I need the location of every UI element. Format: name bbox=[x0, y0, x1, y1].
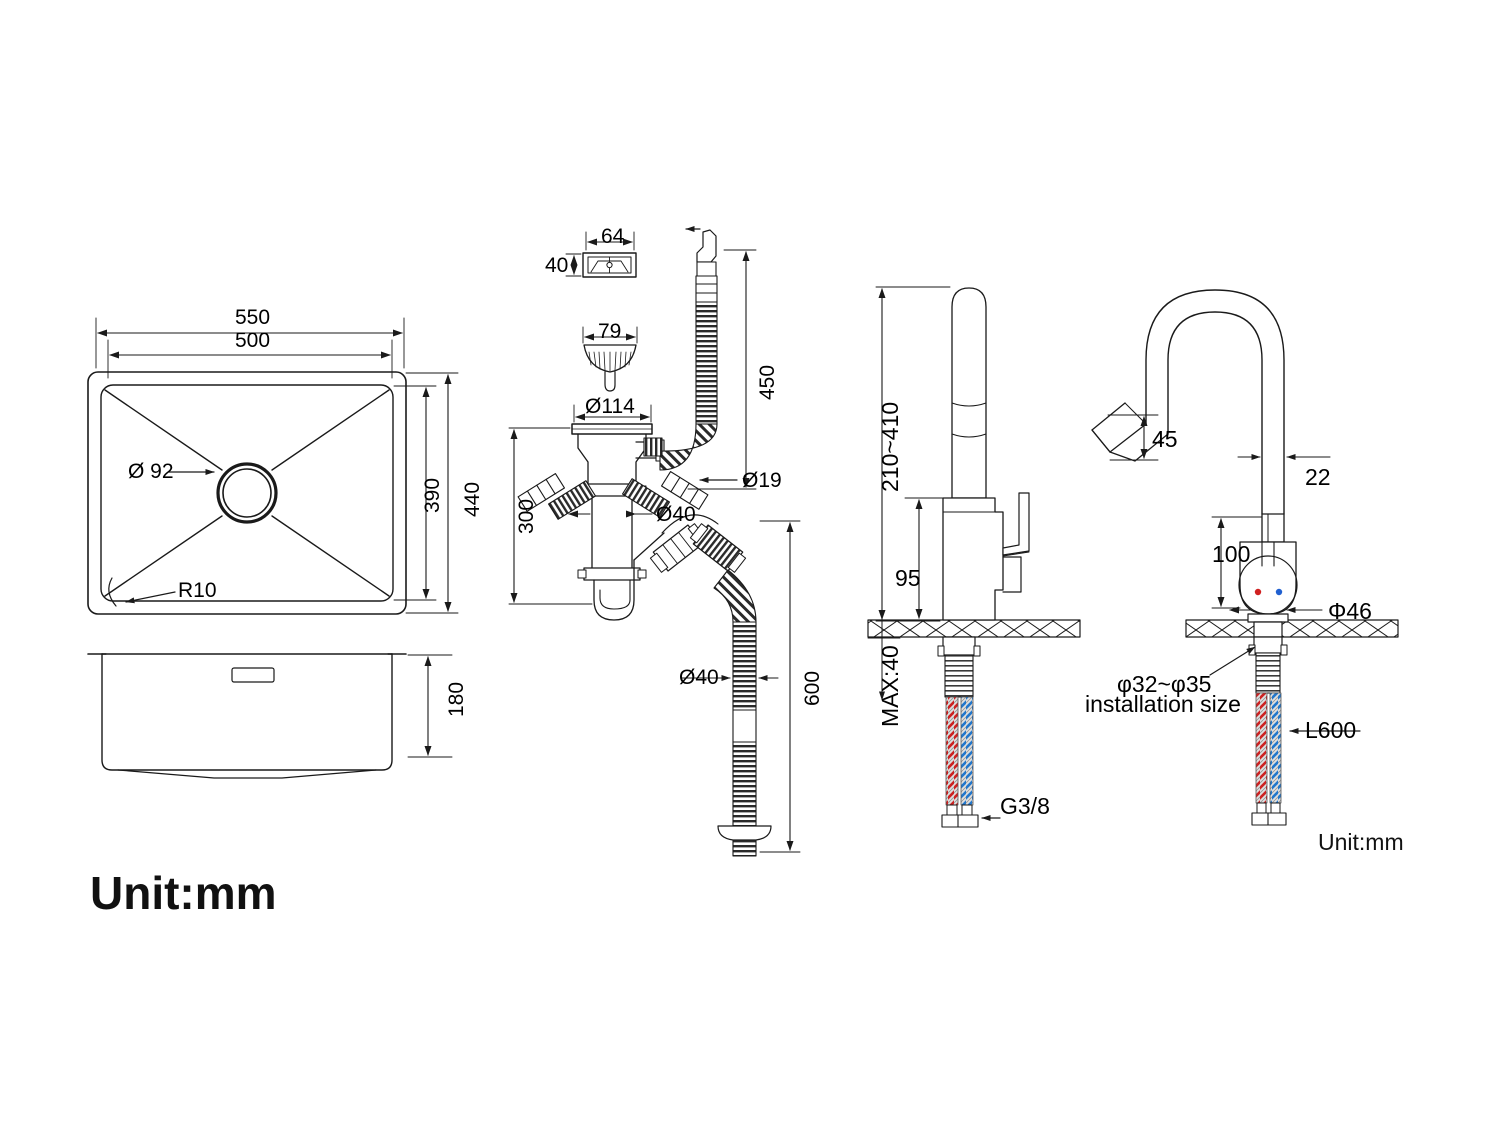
dim-label-base-diameter: Φ46 bbox=[1328, 598, 1372, 624]
sink-top-view bbox=[87, 317, 459, 615]
overflow-hose bbox=[643, 226, 757, 490]
unit-note-main: Unit:mm bbox=[90, 867, 277, 919]
dim-label-trap-dia: Ø40 bbox=[656, 503, 696, 526]
drain-assembly-view bbox=[508, 226, 801, 857]
dim-label-overflow-height: 40 bbox=[545, 254, 569, 277]
overflow-cover-detail bbox=[565, 231, 637, 278]
dim-label-trap-height: 300 bbox=[515, 498, 538, 534]
dim-label-tube-diameter: 22 bbox=[1305, 464, 1331, 490]
dim-label-sink-inner-depth: 390 bbox=[421, 477, 444, 513]
dim-label-drain-hole: Ø 92 bbox=[128, 460, 174, 483]
dim-label-spray-head-height: 45 bbox=[1152, 426, 1178, 452]
dim-label-overflow-width: 64 bbox=[601, 225, 625, 248]
dim-label-strainer-width: 79 bbox=[598, 320, 622, 343]
dim-label-counter-thickness: MAX:40 bbox=[877, 645, 903, 727]
countertop-left bbox=[867, 619, 1081, 638]
dim-label-sink-inner-width: 500 bbox=[235, 329, 271, 352]
dim-label-outlet-hose-length: 600 bbox=[801, 670, 824, 706]
dim-label-bowl-depth: 180 bbox=[445, 681, 468, 717]
dim-label-outlet-hose-dia: Ø40 bbox=[679, 666, 719, 689]
dim-label-sink-outer-width: 550 bbox=[235, 306, 271, 329]
dim-label-sink-outer-depth: 440 bbox=[461, 481, 484, 517]
dim-label-hose-length: L600 bbox=[1305, 717, 1357, 743]
strainer-basket-detail bbox=[582, 326, 638, 392]
dim-label-overflow-hose-length: 450 bbox=[756, 364, 779, 400]
dim-label-spout-base-height: 95 bbox=[895, 565, 921, 591]
connector-fittings bbox=[517, 471, 709, 520]
dim-label-corner-radius: R10 bbox=[178, 579, 217, 602]
faucet-right-view bbox=[1091, 289, 1399, 826]
dim-label-faucet-height-range: 210~410 bbox=[877, 401, 903, 492]
waste-body bbox=[571, 423, 665, 621]
hot-indicator-dot bbox=[1254, 588, 1262, 596]
dim-label-flange-dia: Ø114 bbox=[585, 395, 635, 418]
dim-label-overflow-hose-dia: Ø19 bbox=[742, 469, 782, 492]
dim-label-supply-thread: G3/8 bbox=[1000, 793, 1050, 819]
faucet-left-view bbox=[867, 286, 1081, 828]
outlet-hose bbox=[649, 514, 801, 857]
dim-label-install-size-note: installation size bbox=[1085, 691, 1241, 717]
dim-label-body-height: 100 bbox=[1212, 541, 1251, 567]
unit-note-secondary: Unit:mm bbox=[1318, 829, 1404, 855]
cold-indicator-dot bbox=[1275, 588, 1283, 596]
sink-side-view bbox=[87, 653, 453, 779]
dim-label-install-hole-size: φ32~φ35 bbox=[1117, 671, 1212, 697]
